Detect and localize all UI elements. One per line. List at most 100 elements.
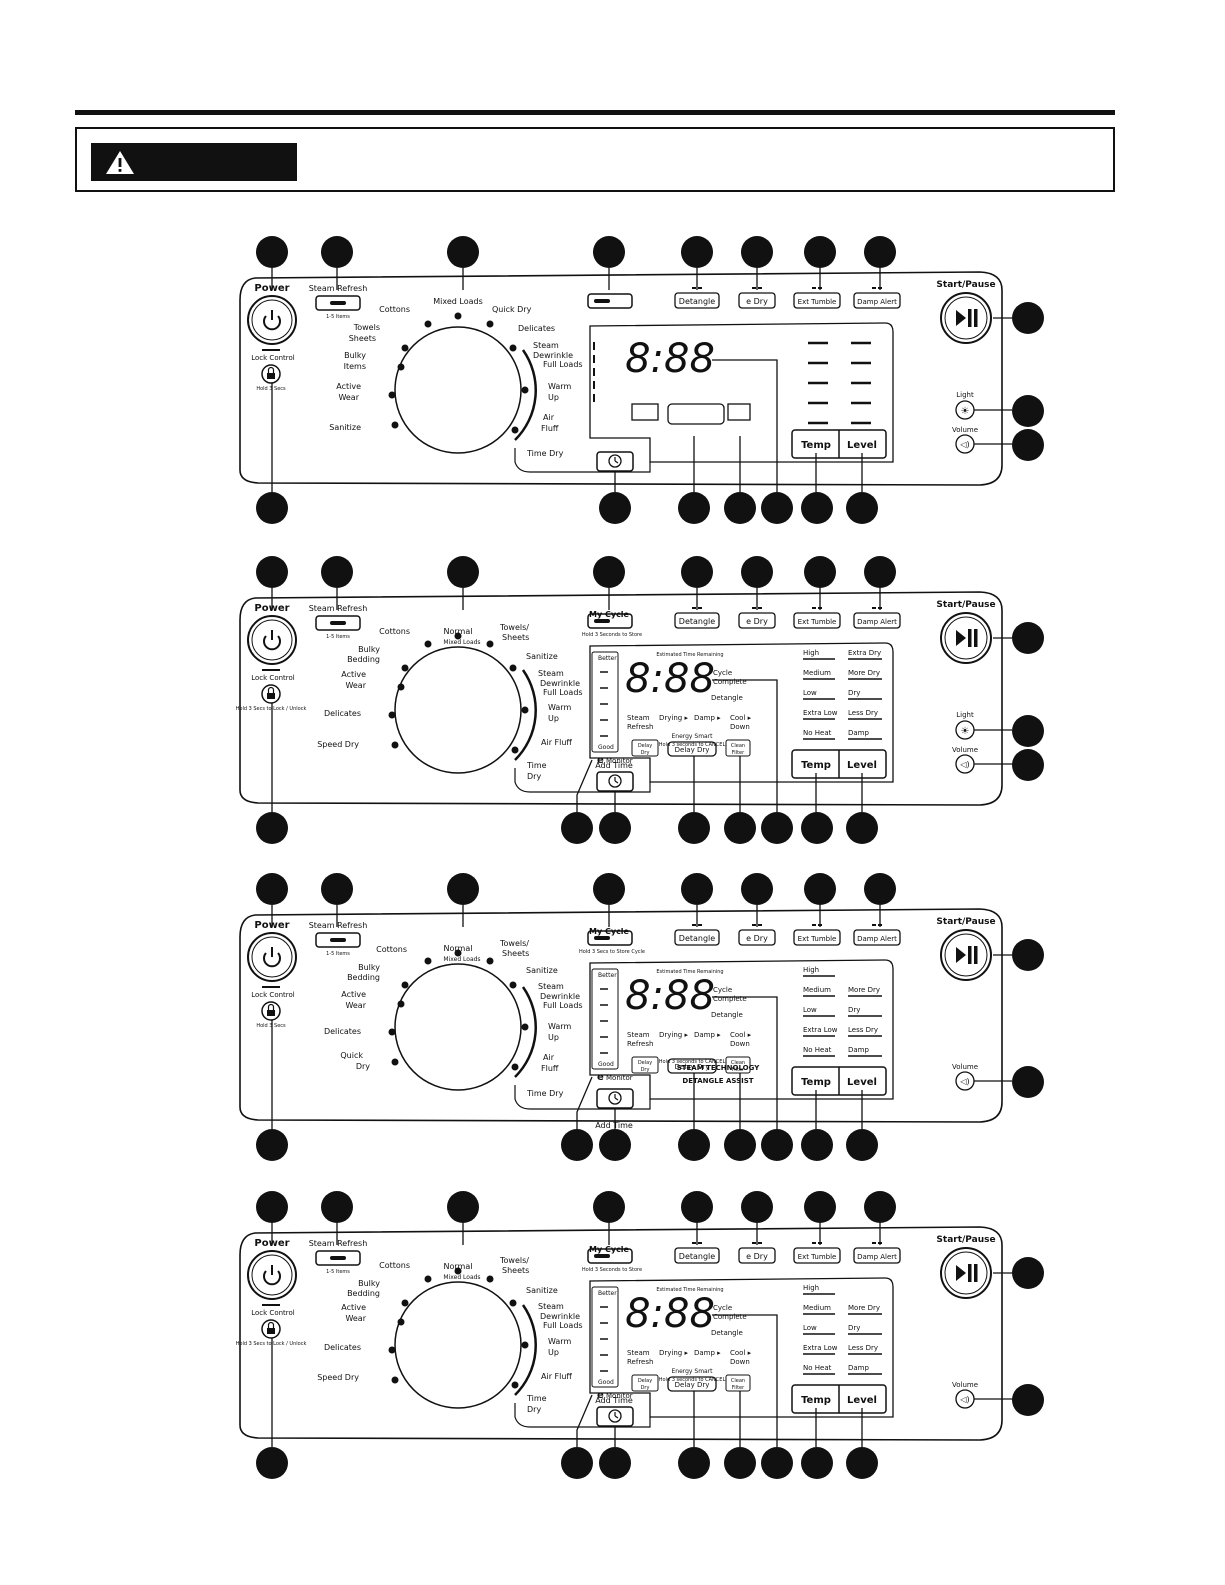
- option-button[interactable]: [738, 929, 776, 946]
- cycle-label: Wear: [345, 1314, 366, 1323]
- cycle-label: Air: [543, 413, 555, 422]
- steam-refresh-button[interactable]: [315, 615, 361, 631]
- lock-button[interactable]: [261, 1319, 281, 1339]
- cycle-label: Cottons: [379, 305, 410, 314]
- cycle-dial[interactable]: [394, 326, 522, 454]
- dry-level-option: Dry: [848, 689, 860, 697]
- steam-refresh-button[interactable]: [315, 932, 361, 948]
- estimated-time-label: Estimated Time Remaining: [656, 1287, 723, 1293]
- cycle-dial[interactable]: [394, 1281, 522, 1409]
- lock-control-label: Lock Control: [251, 674, 295, 682]
- option-button[interactable]: [793, 612, 841, 629]
- cycle-label: Active: [341, 1303, 366, 1312]
- steam-refresh-label: Steam Refresh: [309, 284, 368, 293]
- power-button[interactable]: [247, 615, 297, 665]
- cycle-label: Bulky: [358, 963, 380, 972]
- start-pause-button[interactable]: [940, 929, 992, 981]
- power-button[interactable]: [247, 932, 297, 982]
- callout-marker: [1012, 715, 1044, 747]
- option-button[interactable]: [793, 929, 841, 946]
- callout-marker: [599, 1129, 631, 1161]
- cycle-label: Dry: [527, 1405, 541, 1414]
- delay-dry-button[interactable]: [667, 1376, 717, 1392]
- cycle-label: Air Fluff: [541, 738, 572, 747]
- status-cool: Cool ▸: [730, 714, 752, 722]
- delay-dry-button[interactable]: [667, 1058, 717, 1074]
- cycle-label: Bulky: [344, 351, 366, 360]
- cycle-label: Sheets: [502, 949, 529, 958]
- option-button[interactable]: [793, 1247, 841, 1264]
- option-button[interactable]: [853, 1247, 901, 1264]
- emonitor-better: Better: [598, 972, 617, 979]
- clean-filter-label: Filter: [732, 750, 745, 756]
- my-cycle-button[interactable]: [587, 930, 633, 946]
- clock-icon: [608, 1409, 622, 1423]
- steam-refresh-button[interactable]: [315, 1250, 361, 1266]
- callout-marker: [741, 1191, 773, 1223]
- option-button[interactable]: [674, 1247, 720, 1264]
- clock-icon: [608, 454, 622, 468]
- option-button[interactable]: [853, 612, 901, 629]
- my-cycle-button[interactable]: [587, 613, 633, 629]
- lock-button[interactable]: [261, 1001, 281, 1021]
- cycle-dial[interactable]: [394, 646, 522, 774]
- option-button[interactable]: [738, 292, 776, 309]
- cycle-label: Towels: [353, 323, 380, 332]
- my-cycle-button[interactable]: [587, 293, 633, 309]
- clean-filter-label: Clean: [731, 1378, 745, 1384]
- cycle-label: Up: [548, 393, 559, 402]
- clean-filter-indicator: [725, 739, 751, 757]
- panel-outline: [239, 271, 1003, 486]
- dry-level-option: Damp: [848, 1364, 869, 1372]
- callout-marker: [741, 873, 773, 905]
- power-button[interactable]: [247, 1250, 297, 1300]
- light-bulb-icon: ☀: [961, 406, 970, 417]
- start-pause-button[interactable]: [940, 292, 992, 344]
- temp-level-option: Low: [803, 689, 817, 697]
- delay-dry-button[interactable]: [667, 741, 717, 757]
- option-button[interactable]: [738, 1247, 776, 1264]
- option-button[interactable]: [793, 292, 841, 309]
- start-pause-button[interactable]: [940, 1247, 992, 1299]
- cycle-dial[interactable]: [394, 963, 522, 1091]
- play-pause-icon: [956, 1265, 966, 1281]
- option-button[interactable]: [853, 292, 901, 309]
- lock-hold-note: Hold 3 Secs to Lock / Unlock: [236, 706, 307, 712]
- volume-label: Volume: [952, 746, 978, 754]
- cycle-label: Sanitize: [329, 423, 361, 432]
- status-down: Down: [730, 723, 750, 731]
- delay-indicator-label: Dry: [641, 1067, 650, 1073]
- steam-refresh-note: 1-5 Items: [326, 314, 350, 320]
- option-button[interactable]: [853, 929, 901, 946]
- option-button[interactable]: [674, 292, 720, 309]
- callout-marker: [724, 492, 756, 524]
- display-window: [589, 642, 894, 783]
- callout-marker: [561, 1447, 593, 1479]
- option-button[interactable]: [674, 929, 720, 946]
- callout-marker: [681, 236, 713, 268]
- cycle-label: Up: [548, 1033, 559, 1042]
- cycle-label: Full Loads: [543, 688, 583, 697]
- display-window: [589, 959, 894, 1100]
- lock-button[interactable]: [261, 364, 281, 384]
- start-pause-button[interactable]: [940, 612, 992, 664]
- level-button: Level: [847, 760, 877, 771]
- cycle-label: Steam: [533, 341, 559, 350]
- callout-marker: [447, 1191, 479, 1223]
- cycle-label: Up: [548, 714, 559, 723]
- energy-smart-label: Energy Smart: [671, 1368, 713, 1375]
- temp-level-option: Medium: [803, 1304, 831, 1312]
- cycle-label: Wear: [338, 393, 359, 402]
- lock-icon: [267, 1328, 275, 1334]
- option-button[interactable]: [674, 612, 720, 629]
- my-cycle-button[interactable]: [587, 1248, 633, 1264]
- cycle-label: Bulky: [358, 1279, 380, 1288]
- delay-dry-button[interactable]: [667, 403, 725, 425]
- lock-button[interactable]: [261, 684, 281, 704]
- steam-refresh-button[interactable]: [315, 295, 361, 311]
- clean-filter-label: Filter: [732, 1385, 745, 1391]
- option-button[interactable]: [738, 612, 776, 629]
- power-button[interactable]: [247, 295, 297, 345]
- start-pause-label: Start/Pause: [936, 1235, 995, 1245]
